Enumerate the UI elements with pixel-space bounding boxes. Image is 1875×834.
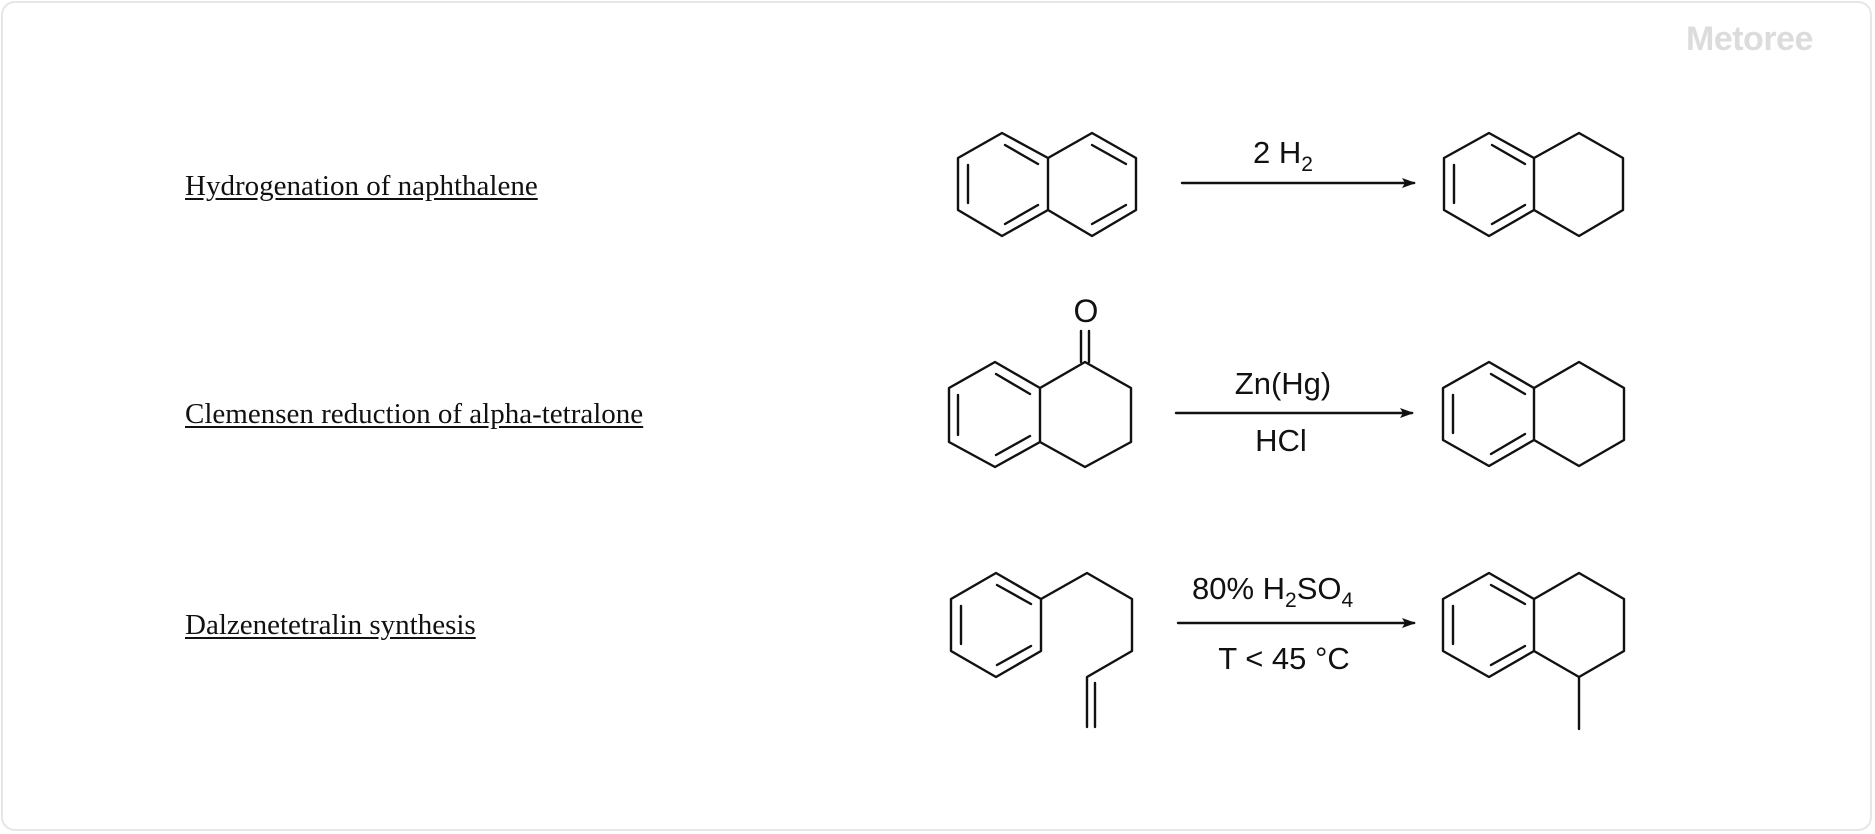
alpha-tetralone-structure: O (947, 293, 1133, 469)
reagent-2h2: 2 H2 (1253, 135, 1313, 176)
reaction-label-dalzene[interactable]: Dalzenetetralin synthesis (185, 609, 476, 641)
naphthalene-structure (956, 131, 1138, 238)
reagent-h2so4: 80% H2SO4 (1192, 571, 1354, 612)
methyltetralin-structure (1441, 571, 1626, 731)
phenylpentene-structure (949, 571, 1134, 729)
reagent-hcl: HCl (1255, 423, 1307, 458)
reagent-zn-hg: Zn(Hg) (1235, 366, 1331, 401)
reaction-arrow-3: 80% H2SO4 T < 45 °C (1176, 571, 1416, 676)
tetralin-structure-2 (1441, 360, 1626, 468)
metoree-watermark: Metoree (1686, 20, 1813, 58)
reaction-label-clemensen[interactable]: Clemensen reduction of alpha-tetralone (185, 398, 644, 430)
reaction-label-hydrogenation[interactable]: Hydrogenation of naphthalene (185, 170, 538, 202)
reaction-arrow-2: Zn(Hg) HCl (1174, 366, 1414, 458)
oxygen-atom-label: O (1074, 293, 1099, 329)
reaction-arrow-1: 2 H2 (1180, 135, 1416, 188)
tetralin-structure-1 (1442, 131, 1625, 238)
reagent-temperature: T < 45 °C (1218, 641, 1350, 676)
